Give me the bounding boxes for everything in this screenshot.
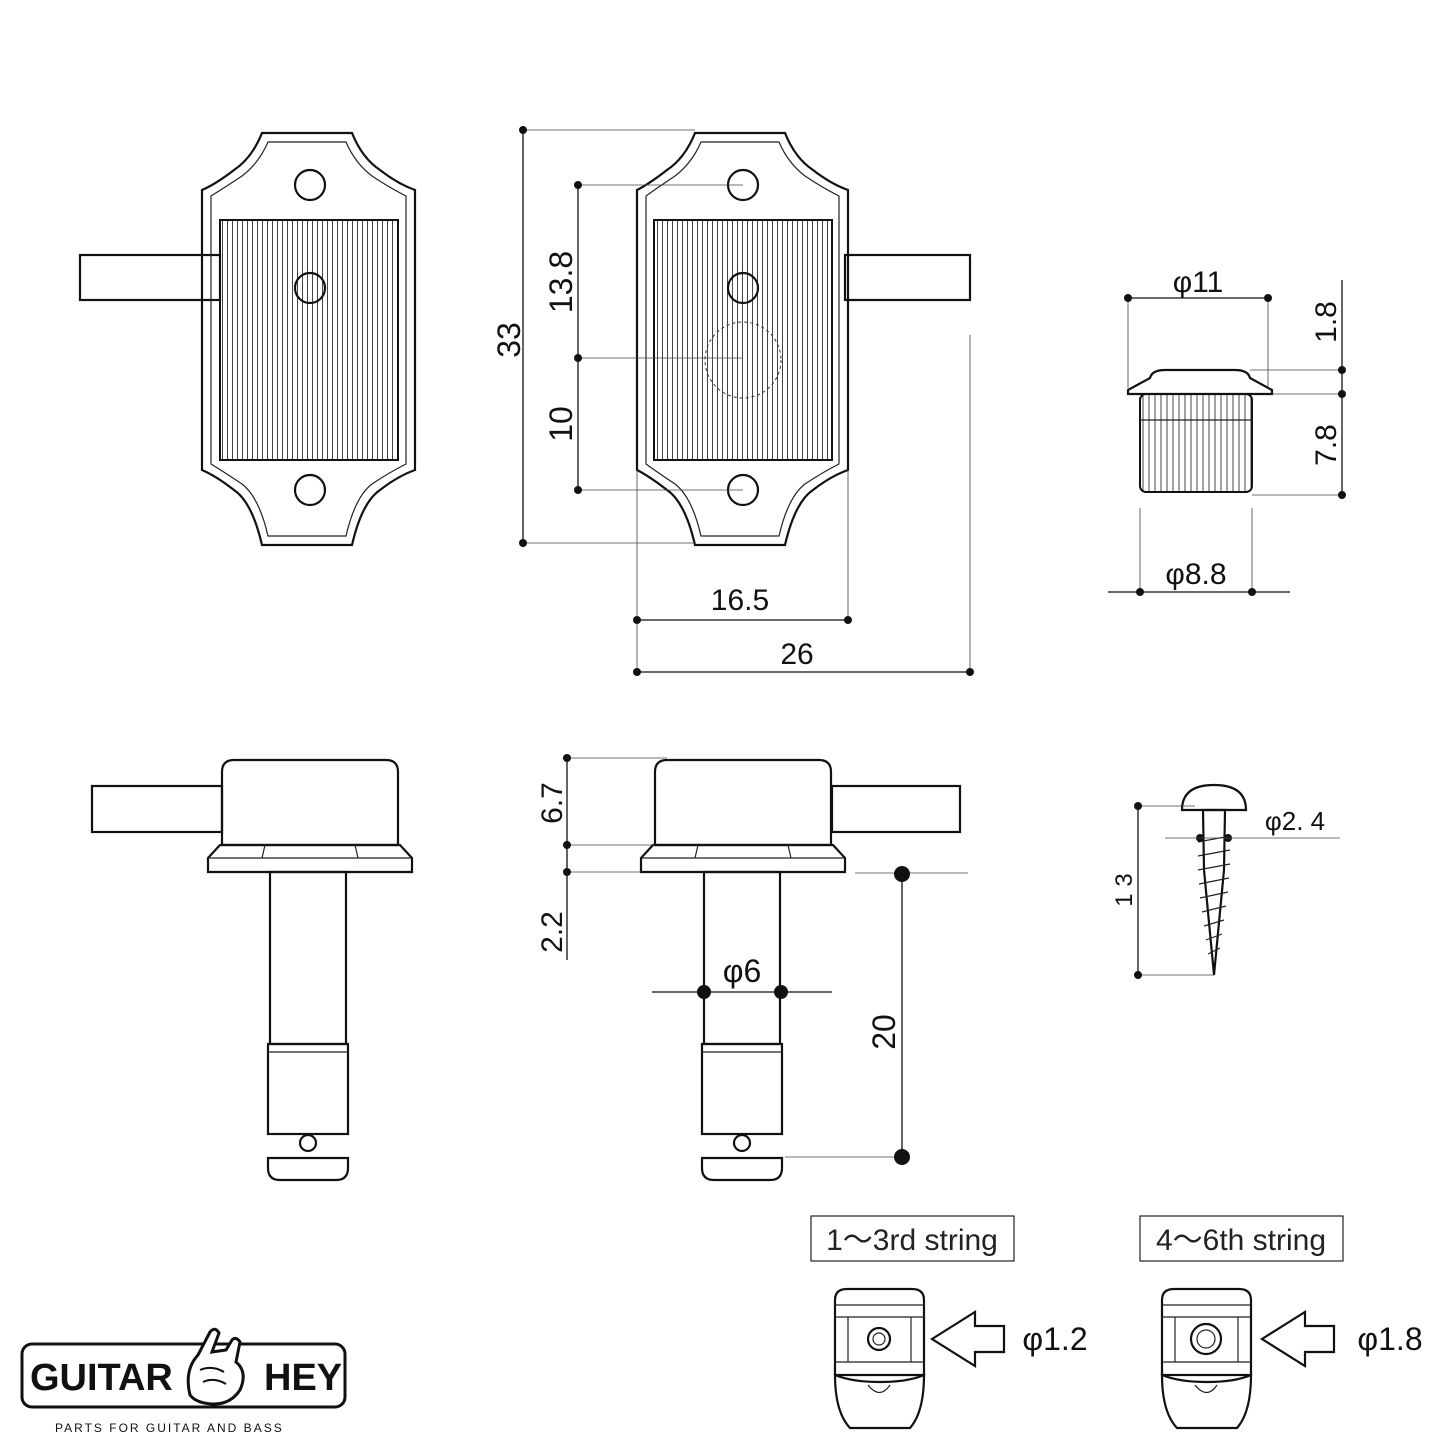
dim-33: 33 — [491, 322, 527, 358]
logo-word-right: HEY — [264, 1357, 342, 1399]
tuner-side-view-dimensioned: 6.7 2.2 φ6 20 — [536, 754, 968, 1182]
dim-16-5: 16.5 — [711, 584, 769, 617]
logo-tagline: PARTS FOR GUITAR AND BASS — [55, 1421, 284, 1435]
tuner-side-view-left — [90, 758, 414, 1182]
tuner-back-view-dimensioned: 33 13.8 10 16.5 26 — [491, 126, 974, 676]
dim-6-7: 6.7 — [536, 782, 569, 824]
dim-7-8: 7.8 — [1310, 424, 1343, 466]
bushing-drawing: φ11 1.8 7.8 φ8.8 — [1108, 266, 1346, 596]
treble-string-label: 1〜3rd string — [826, 1224, 998, 1257]
dim-screw-phi: φ2. 4 — [1265, 806, 1325, 836]
treble-hole-size: φ1.2 — [1022, 1321, 1087, 1357]
tuner-back-view-left — [78, 131, 417, 547]
dim-13-8: 13.8 — [543, 251, 579, 313]
gear-outline-dashed — [704, 321, 782, 399]
bass-string-label: 4〜6th string — [1156, 1224, 1326, 1257]
screw-drawing: φ2. 4 1 3 — [1111, 783, 1340, 979]
shaft-left — [78, 253, 222, 302]
dim-screw-len: 1 3 — [1111, 873, 1138, 906]
mount-hole-top — [293, 168, 327, 202]
center-hole — [293, 271, 327, 305]
shaft-right — [843, 253, 972, 302]
guitarhey-logo: GUITAR HEY PARTS FOR GUITAR AND BASS — [20, 1327, 347, 1435]
dim-10: 10 — [543, 406, 579, 442]
bass-hole-size: φ1.8 — [1357, 1321, 1422, 1357]
dim-phi-11: φ11 — [1173, 266, 1224, 299]
rock-hand-icon — [186, 1327, 245, 1406]
dim-phi-6: φ6 — [723, 953, 762, 989]
treble-string-detail: 1〜3rd string φ1.2 — [810, 1215, 1088, 1430]
dim-20: 20 — [866, 1014, 902, 1050]
dim-phi-8-8: φ8.8 — [1165, 558, 1226, 591]
dim-1-8: 1.8 — [1310, 301, 1343, 343]
bass-string-detail: 4〜6th string φ1.8 — [1139, 1215, 1423, 1430]
logo-word-left: GUITAR — [30, 1357, 173, 1399]
dim-26: 26 — [780, 638, 813, 671]
mount-hole-bottom — [293, 473, 327, 507]
dim-2-2: 2.2 — [536, 911, 569, 953]
